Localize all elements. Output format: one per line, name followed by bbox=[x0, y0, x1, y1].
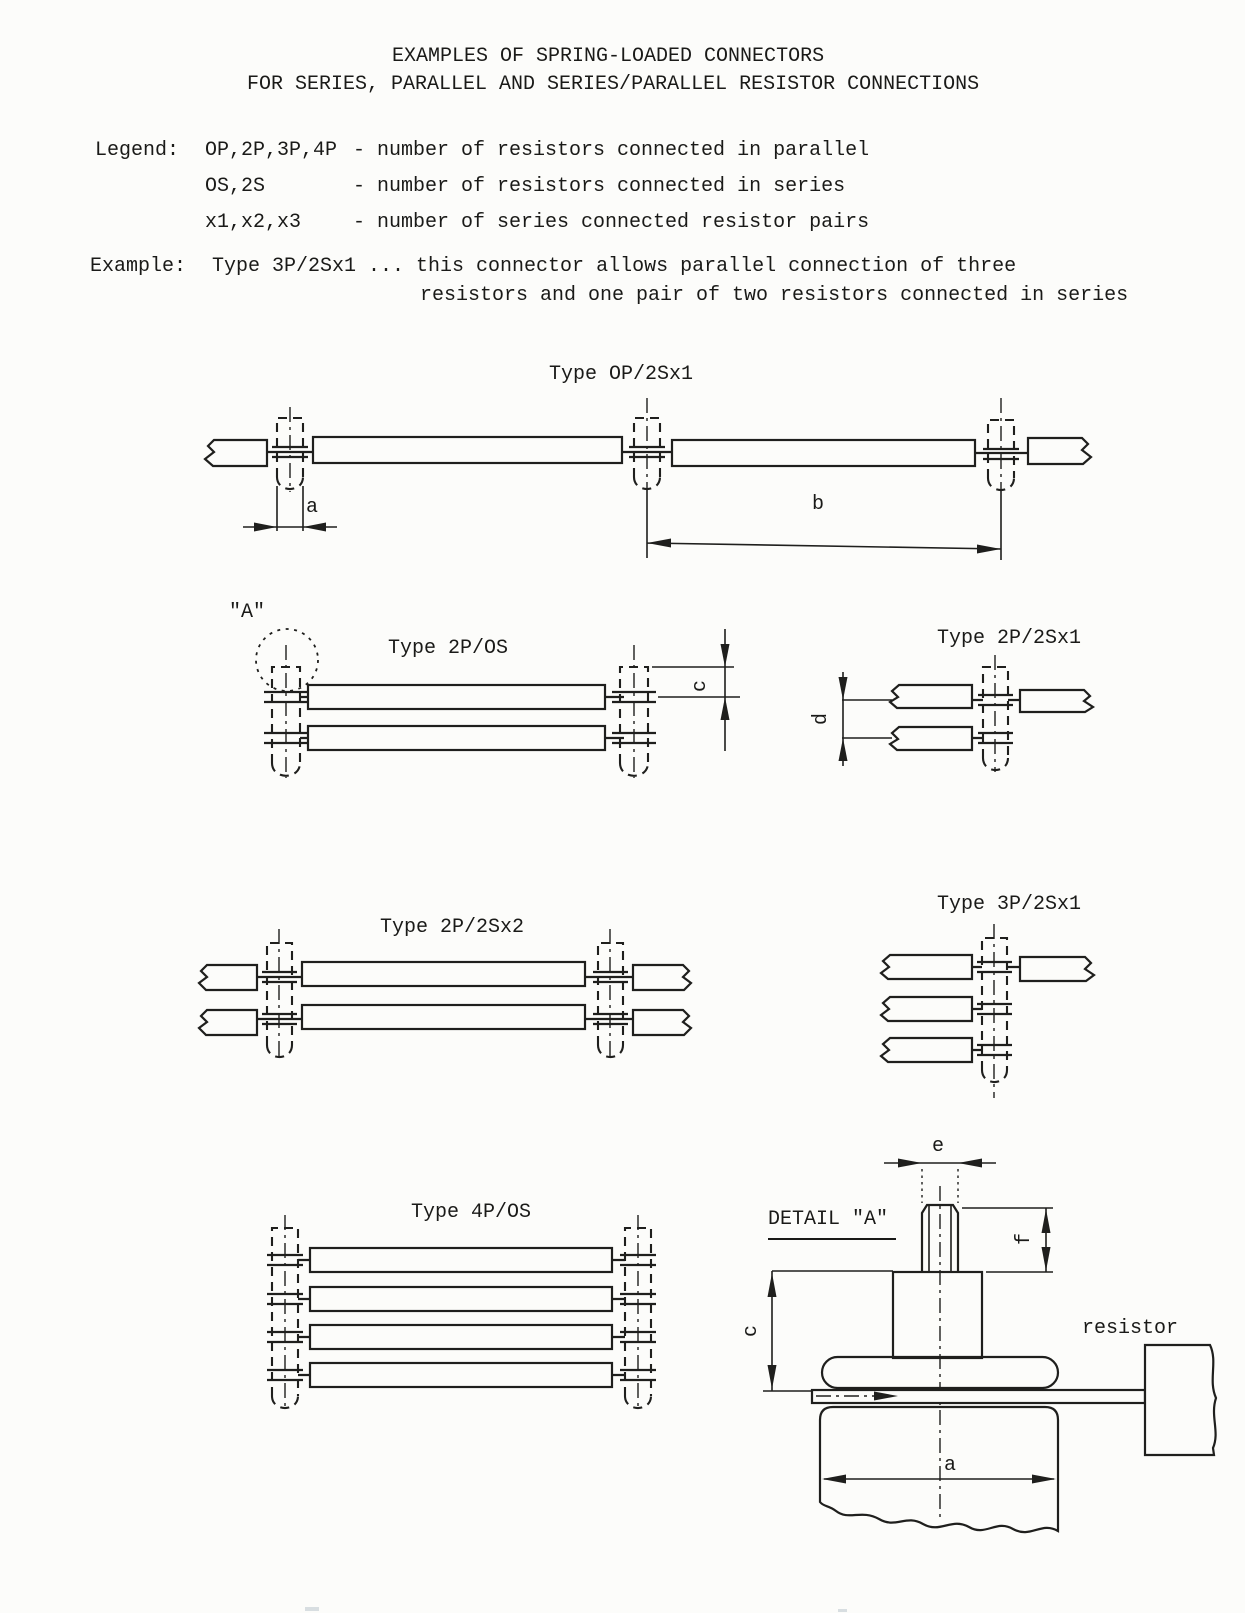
resistor-bar bbox=[306, 683, 607, 711]
page-title-line2: FOR SERIES, PARALLEL AND SERIES/PARALLEL… bbox=[247, 73, 980, 96]
legend-symbol-3: x1,x2,x3 bbox=[205, 211, 302, 234]
legend-symbol-2: OS,2S bbox=[205, 175, 266, 198]
label-type-3p-2sx1: Type 3P/2Sx1 bbox=[937, 893, 1082, 916]
resistor-bar bbox=[300, 960, 587, 988]
detail-a-drawing bbox=[763, 1158, 1218, 1534]
label-type-2p-os: Type 2P/OS bbox=[388, 637, 509, 660]
resistor-bar-broken bbox=[879, 995, 974, 1023]
spring-connector bbox=[264, 665, 308, 777]
wire-stub-right bbox=[631, 1008, 693, 1037]
label-type-2p-2sx2: Type 2P/2Sx2 bbox=[380, 916, 525, 939]
resistor-bar-broken bbox=[879, 953, 974, 981]
resistor-bar bbox=[308, 1285, 614, 1313]
dim-label-a-detail: a bbox=[944, 1454, 957, 1477]
diagram-type-3p-2sx1 bbox=[879, 924, 1096, 1098]
resistor-bar bbox=[308, 1323, 614, 1351]
example-line2: resistors and one pair of two resistors … bbox=[420, 284, 1129, 307]
example-heading: Example: bbox=[90, 255, 187, 278]
resistor-bar-broken bbox=[879, 1036, 974, 1064]
example-line1: Type 3P/2Sx1 ... this connector allows p… bbox=[212, 255, 1017, 278]
dim-label-f: f bbox=[1013, 1232, 1037, 1246]
resistor-bar-broken bbox=[888, 683, 974, 710]
legend-description-2: - number of resistors connected in serie… bbox=[353, 175, 846, 198]
diagram-type-4p-os bbox=[267, 1215, 656, 1410]
wire-stub-left bbox=[203, 438, 269, 468]
legend-heading: Legend: bbox=[95, 139, 180, 162]
diagram-type-op-2sx1 bbox=[203, 398, 1093, 560]
connector-body bbox=[891, 1270, 984, 1360]
dim-label-c-detail: c bbox=[740, 1324, 764, 1338]
legend-description-1: - number of resistors connected in paral… bbox=[353, 139, 870, 162]
dim-label-b: b bbox=[812, 493, 825, 516]
page-title-line1: EXAMPLES OF SPRING-LOADED CONNECTORS bbox=[392, 45, 825, 68]
diagram-type-2p-os bbox=[255, 628, 740, 778]
wire-stub-right bbox=[1018, 688, 1096, 714]
spring-connector bbox=[620, 1226, 656, 1410]
detail-a-callout-circle bbox=[255, 628, 319, 692]
dim-label-c: c bbox=[689, 679, 713, 693]
dimension-f bbox=[962, 1207, 1053, 1273]
scan-artifact bbox=[838, 1609, 847, 1612]
dimension-e bbox=[884, 1158, 996, 1203]
spring-connector bbox=[272, 416, 308, 491]
resistor-bar-broken bbox=[888, 725, 974, 752]
wire-stub-right bbox=[631, 963, 693, 992]
resistor-bar bbox=[306, 724, 607, 752]
resistor-label: resistor bbox=[1082, 1317, 1179, 1340]
spring-connector bbox=[977, 936, 1012, 1084]
dimension-a bbox=[243, 486, 337, 532]
resistor-bar bbox=[300, 1003, 587, 1031]
dim-label-e: e bbox=[932, 1135, 945, 1158]
diagram-type-2p-2sx1 bbox=[838, 655, 1096, 772]
detail-a-reference: "A" bbox=[229, 601, 266, 624]
resistor-bar bbox=[670, 438, 977, 468]
label-type-op-2sx1: Type OP/2Sx1 bbox=[549, 363, 694, 386]
legend-description-3: - number of series connected resistor pa… bbox=[353, 211, 870, 234]
diagram-type-2p-2sx2 bbox=[197, 929, 693, 1060]
dim-label-d: d bbox=[810, 712, 834, 726]
resistor-body-broken bbox=[1143, 1343, 1218, 1457]
detail-a-title: DETAIL "A" bbox=[768, 1209, 896, 1240]
label-type-2p-2sx1: Type 2P/2Sx1 bbox=[937, 627, 1082, 650]
wire-stub-left bbox=[197, 963, 259, 992]
dimension-b bbox=[646, 490, 1002, 560]
spring-connector bbox=[593, 941, 628, 1059]
spring-connector bbox=[978, 665, 1013, 772]
spring-connector bbox=[612, 665, 656, 777]
label-type-4p-os: Type 4P/OS bbox=[411, 1201, 532, 1224]
resistor-bar bbox=[311, 435, 624, 465]
spring-washer bbox=[820, 1355, 1060, 1390]
dim-label-a: a bbox=[306, 496, 319, 519]
legend-symbol-1: OP,2P,3P,4P bbox=[205, 139, 338, 162]
dimension-a-detail bbox=[822, 1474, 1056, 1484]
mounting-block bbox=[818, 1405, 1060, 1534]
resistor-lead bbox=[810, 1388, 1147, 1405]
wire-stub-left bbox=[197, 1008, 259, 1037]
scan-artifact bbox=[305, 1607, 319, 1611]
dimension-c bbox=[652, 629, 740, 751]
spring-connector bbox=[262, 941, 297, 1059]
dimension-d bbox=[838, 672, 892, 766]
resistor-bar bbox=[308, 1246, 614, 1274]
spring-connector bbox=[629, 416, 665, 491]
resistor-bar bbox=[308, 1361, 614, 1389]
wire-stub-right bbox=[1026, 436, 1093, 466]
threaded-stud bbox=[920, 1203, 960, 1272]
dimension-c-detail bbox=[763, 1270, 893, 1392]
spring-connector bbox=[267, 1226, 303, 1410]
wire-stub-right bbox=[1018, 955, 1096, 983]
